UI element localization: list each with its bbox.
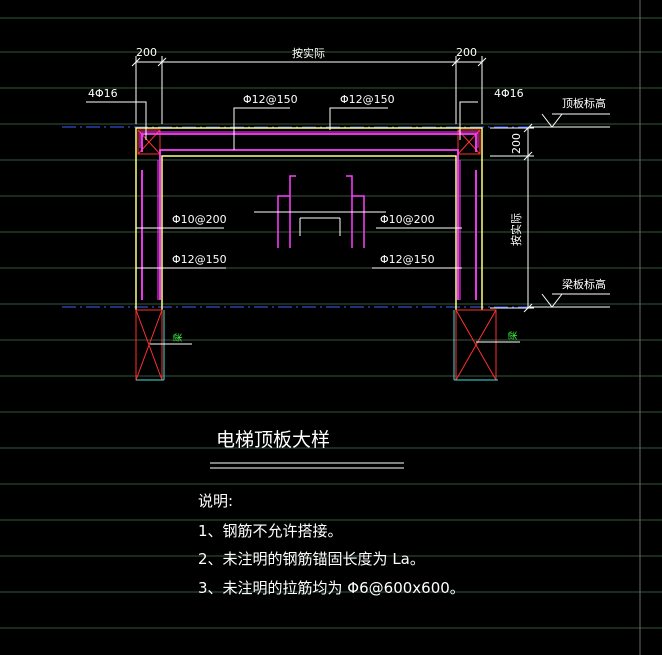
level-axis-lines [62, 126, 540, 308]
beam-right [453, 309, 498, 381]
wall-bar-left-lower-label: Φ12@150 [172, 253, 227, 266]
beam-left [135, 309, 165, 381]
center-hook-detail [254, 175, 386, 248]
notes-heading: 说明: [198, 492, 233, 510]
note-item-1: 1、钢筋不允许搭接。 [198, 522, 343, 540]
level-beam-label: 梁板标高 [562, 277, 606, 291]
wall-bar-right-lower-label: Φ12@150 [380, 253, 435, 266]
corner-bar-left-label: 4Φ16 [88, 87, 118, 100]
dim-right-height-top: 200 [510, 133, 523, 154]
beam-right-label: 梁 [507, 331, 519, 340]
level-marker-beam [530, 293, 610, 308]
rebar-lines [139, 131, 479, 300]
dim-middle-width: 按实际 [292, 46, 325, 60]
beam-leaders [150, 341, 520, 345]
corner-bar-right-label: 4Φ16 [494, 87, 524, 100]
wall-bar-right-upper-label: Φ10@200 [380, 213, 435, 226]
note-item-3: 3、未注明的拉筋均为 Φ6@600x600。 [198, 579, 465, 597]
dim-right-width: 200 [456, 46, 477, 59]
beam-left-label: 梁 [172, 333, 184, 342]
wall-bar-left-upper-label: Φ10@200 [172, 213, 227, 226]
level-top-label: 顶板标高 [562, 96, 606, 110]
top-bar-right-label: Φ12@150 [340, 93, 395, 106]
concrete-outline [135, 127, 483, 310]
drawing-title: 电梯顶板大样 [216, 429, 330, 451]
top-bar-left-label: Φ12@150 [243, 93, 298, 106]
top-dimension [131, 56, 487, 124]
leader-lines [86, 101, 478, 269]
right-dimension [490, 123, 534, 313]
dim-right-height-mid: 按实际 [509, 213, 523, 246]
title-underline [210, 462, 404, 469]
dim-left-width: 200 [136, 46, 157, 59]
level-marker-top [530, 113, 610, 128]
note-item-2: 2、未注明的钢筋锚固长度为 La。 [198, 550, 425, 568]
